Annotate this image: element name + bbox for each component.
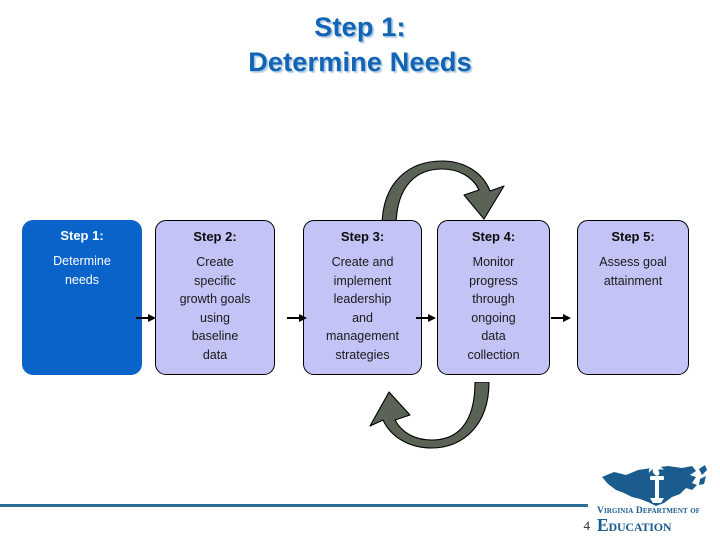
vdoe-logo: Virginia Department of Education [597, 463, 713, 535]
arrow-step-3-to-step-4-icon [416, 311, 436, 323]
bottom-counterclockwise-arrow-icon [368, 381, 493, 454]
step-box-5-heading: Step 5: [611, 229, 655, 244]
arrow-step-2-to-step-3-icon [287, 311, 307, 323]
step-box-1-heading: Step 1: [60, 228, 104, 243]
step-box-3-heading: Step 3: [340, 229, 385, 244]
step-box-4-heading: Step 4: [471, 229, 516, 244]
page-number: 4 [583, 518, 591, 533]
arrow-step-4-to-step-5-icon [551, 311, 571, 323]
virginia-state-torch-logo-icon [600, 463, 710, 509]
page-title-line-2: Determine Needs [248, 47, 472, 77]
page-title-line-1: Step 1: [314, 12, 406, 42]
vdoe-wordmark-line-1: Virginia Department of [597, 506, 701, 516]
footer-divider [0, 504, 588, 507]
arrow-step-1-to-step-2-icon [136, 311, 156, 323]
vdoe-wordmark-line-2: Education [597, 515, 672, 535]
top-clockwise-arrow-icon [378, 157, 506, 228]
page-title: Step 1: Determine Needs [0, 10, 720, 80]
step-box-2-heading: Step 2: [193, 229, 237, 244]
